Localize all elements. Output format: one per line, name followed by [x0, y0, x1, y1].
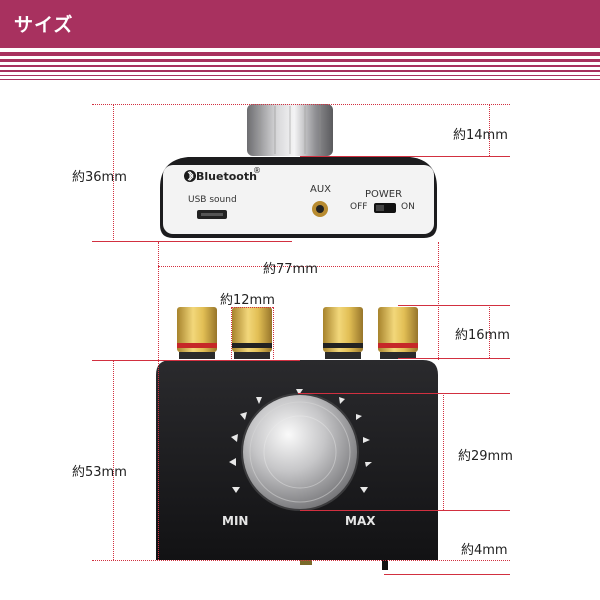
measure-height-front: 約53mm: [72, 465, 127, 480]
guide-post-bottom: [398, 358, 510, 359]
guide-vertical-53: [113, 360, 114, 560]
min-label: MIN: [222, 514, 249, 528]
guide-left-77: [158, 242, 159, 560]
guide-width-77: [158, 266, 438, 267]
aux-label: AUX: [310, 184, 332, 195]
guide-right-12: [273, 307, 274, 359]
section-header: サイズ: [0, 0, 600, 48]
guide-width-12: [231, 307, 273, 308]
guide-feet: [384, 574, 510, 575]
guide-vertical-16: [489, 305, 490, 358]
binding-posts: [177, 307, 418, 359]
guide-knob-bottom: [300, 156, 510, 157]
section-title: サイズ: [14, 14, 74, 36]
measure-knob-front: 約29mm: [458, 449, 513, 464]
usb-sound-label: USB sound: [188, 195, 237, 205]
guide-left-12: [231, 307, 232, 359]
guide-post-top: [398, 305, 510, 306]
measure-width: 約77mm: [263, 262, 318, 277]
guide-bottom-53: [92, 560, 510, 561]
registered-mark: ®: [253, 166, 261, 175]
max-label: MAX: [345, 514, 376, 528]
guide-vertical-14: [489, 104, 490, 156]
on-label: ON: [401, 202, 415, 212]
top-knob: [247, 104, 333, 156]
off-label: OFF: [350, 202, 368, 212]
power-label: POWER: [365, 189, 403, 200]
guide-knob-front-bottom: [300, 510, 510, 511]
bluetooth-label: Bluetooth: [196, 170, 257, 183]
measure-terminal-width: 約12mm: [220, 293, 275, 308]
guide-bottom-36: [92, 241, 292, 242]
guide-front-top: [92, 360, 300, 361]
measure-terminal-height: 約16mm: [455, 328, 510, 343]
guide-vertical-29: [443, 393, 444, 510]
measure-feet: 約4mm: [461, 543, 508, 558]
guide-vertical-36: [113, 104, 114, 242]
measure-knob-top: 約14mm: [453, 128, 508, 143]
guide-knob-front-top: [298, 393, 510, 394]
guide-right-77: [438, 242, 439, 360]
guide-top-36: [92, 104, 510, 105]
measure-height-top: 約36mm: [72, 170, 127, 185]
top-body: [160, 157, 437, 238]
volume-scale: [229, 389, 372, 493]
header-stripes: [0, 48, 600, 82]
volume-knob: [241, 393, 359, 511]
